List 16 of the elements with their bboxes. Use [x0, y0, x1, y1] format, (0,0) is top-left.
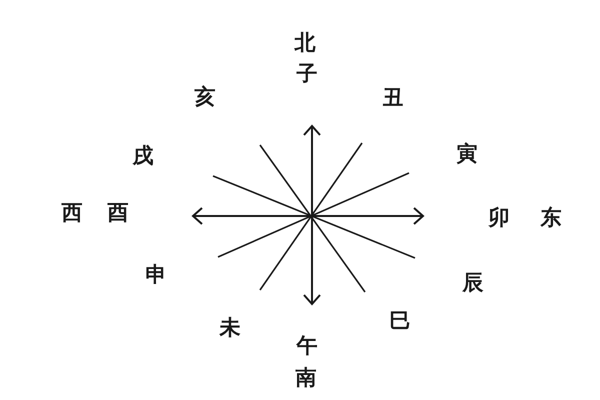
branch-label: 亥 [194, 86, 216, 106]
branch-label: 子 [296, 62, 318, 84]
branch-label: 卯 [488, 206, 510, 228]
direction-label: 西 [62, 202, 82, 222]
direction-label: 北 [294, 32, 316, 52]
branch-label: 午 [296, 334, 318, 356]
branch-label: 巳 [390, 310, 410, 330]
branch-label: 辰 [462, 272, 484, 292]
branch-label: 丑 [382, 86, 404, 108]
branch-label: 戌 [132, 144, 154, 166]
direction-label: 南 [296, 366, 316, 388]
branch-label: 酉 [108, 202, 128, 222]
branch-label: 未 [220, 316, 240, 338]
direction-label: 东 [540, 206, 562, 228]
branch-label: 寅 [456, 142, 478, 164]
branch-label: 申 [146, 264, 166, 284]
